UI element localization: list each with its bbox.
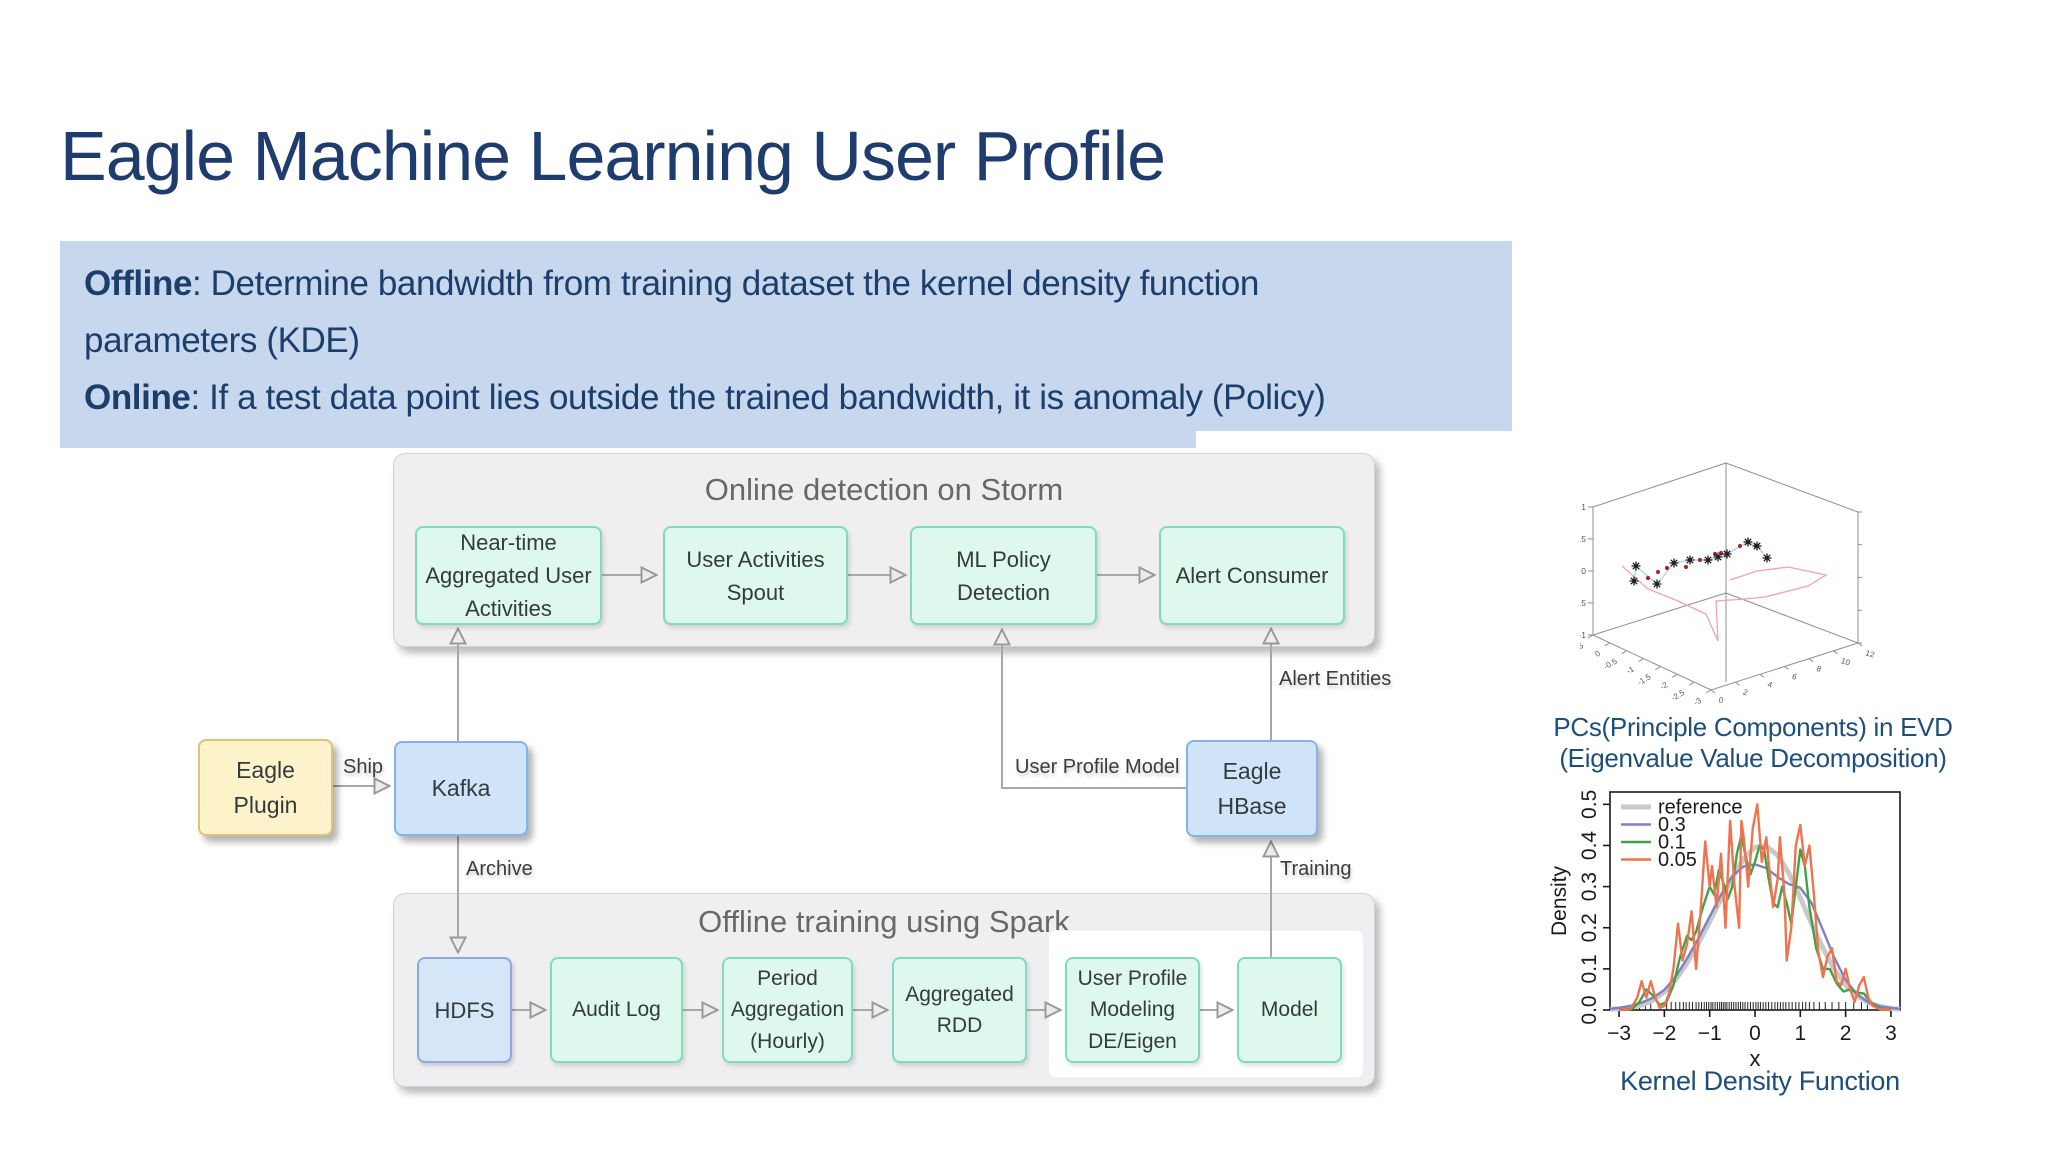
rug-marks	[1638, 1002, 1868, 1010]
svg-text:-2: -2	[1659, 680, 1670, 692]
edge-label-archive: Archive	[466, 858, 533, 880]
node-ml-policy-detection: ML Policy Detection	[910, 526, 1097, 625]
node-model: Model	[1237, 957, 1342, 1063]
z-axis-ticks: 1 0.5 0 -0.5 -1	[1580, 502, 1593, 640]
svg-text:6: 6	[1791, 672, 1799, 682]
node-period-aggregation: Period Aggregation (Hourly)	[722, 957, 853, 1063]
node-user-profile-modeling: User Profile Modeling DE/Eigen	[1065, 957, 1200, 1063]
spark-container-title: Offline training using Spark	[698, 904, 1070, 939]
x-axis-ticks: −3 −2 −1 0 1 2 3	[1607, 1010, 1897, 1045]
node-alert-consumer: Alert Consumer	[1159, 526, 1345, 625]
kde-series-reference	[1609, 843, 1901, 1012]
node-user-activities-spout: User Activities Spout	[663, 526, 848, 625]
node-aggregated-rdd: Aggregated RDD	[892, 957, 1027, 1063]
node-hdfs: HDFS	[417, 957, 512, 1063]
right-edge-ticks	[1858, 511, 1862, 644]
svg-text:0.5: 0.5	[1580, 534, 1586, 544]
svg-text:0.0: 0.0	[1578, 995, 1601, 1024]
y-axis-ticks: 0.0 0.1 0.2 0.3 0.4 0.5	[1578, 790, 1610, 1025]
svg-text:0.2: 0.2	[1578, 913, 1601, 942]
x-axis-label: x	[1750, 1046, 1761, 1071]
svg-text:-1.5: -1.5	[1636, 672, 1653, 687]
svg-text:0.3: 0.3	[1578, 872, 1601, 901]
online-label: Online	[84, 378, 191, 417]
node-eagle-hbase: Eagle HBase	[1186, 740, 1318, 837]
storm-container-title: Online detection on Storm	[704, 472, 1064, 507]
svg-text:3: 3	[1885, 1022, 1897, 1045]
series-observation-dots	[1645, 543, 1759, 581]
pcs-evd-plot: 10.50-0.5-10.50-0.5-1-1.5-2-2.5-30246810…	[1580, 462, 1876, 708]
svg-text:−1: −1	[1698, 1022, 1722, 1045]
svg-text:2: 2	[1840, 1022, 1852, 1045]
svg-text:-1: -1	[1580, 630, 1586, 640]
plot-frame	[1609, 791, 1901, 1011]
svg-text:-2.5: -2.5	[1670, 688, 1687, 703]
svg-text:0.5: 0.5	[1578, 790, 1601, 819]
summary-callout: Offline: Determine bandwidth from traini…	[60, 241, 1512, 448]
series-principal-component-markers	[1629, 537, 1772, 589]
svg-text:0: 0	[1581, 566, 1586, 576]
kde-series-0.05	[1619, 803, 1891, 1012]
svg-text:-0.5: -0.5	[1580, 598, 1586, 608]
svg-text:−3: −3	[1607, 1022, 1631, 1045]
kde-plot: −3 −2 −1 0 1 2 3 0.0 0.1 0.2 0.3 0.4 0.5 x Density refe…	[1548, 790, 1901, 1071]
svg-text:0: 0	[1717, 695, 1725, 705]
node-audit-log: Audit Log	[550, 957, 683, 1063]
node-eagle-plugin: Eagle Plugin	[198, 739, 333, 836]
svg-text:1: 1	[1794, 1022, 1806, 1045]
svg-text:0.1: 0.1	[1578, 954, 1601, 983]
svg-text:4: 4	[1766, 680, 1774, 690]
offline-label: Offline	[84, 264, 193, 303]
svg-text:0.05: 0.05	[1658, 849, 1697, 871]
pcs-caption: PCs(Principle Components) in EVD (Eigenv…	[1553, 712, 1953, 773]
svg-text:0.5: 0.5	[1580, 641, 1585, 655]
svg-text:1: 1	[1581, 502, 1586, 512]
y-axis-ticks: 0 2 4 6 8 10 12	[1710, 642, 1876, 705]
svg-text:2: 2	[1742, 688, 1750, 698]
svg-text:0.3: 0.3	[1658, 814, 1686, 836]
kde-series-0.1	[1618, 834, 1891, 1012]
page-title: Eagle Machine Learning User Profile	[60, 117, 1166, 195]
x-axis-ticks: 0.5 0-0.5 -1-1.5 -2-2.5 -3	[1580, 634, 1712, 708]
y-axis-label: Density	[1548, 865, 1571, 936]
svg-text:10: 10	[1840, 656, 1852, 667]
svg-text:12: 12	[1864, 648, 1876, 659]
svg-text:0: 0	[1594, 649, 1603, 659]
svg-text:0.1: 0.1	[1658, 832, 1686, 854]
node-near-time-aggregated-user-activities: Near-time Aggregated User Activities	[415, 526, 602, 625]
svg-text:0: 0	[1749, 1022, 1761, 1045]
svg-text:-1: -1	[1625, 664, 1636, 676]
svg-text:8: 8	[1815, 664, 1823, 674]
kde-caption: Kernel Density Function	[1620, 1066, 1900, 1096]
edge-label-alert-entities: Alert Entities	[1279, 668, 1392, 690]
series-trajectory-line	[1621, 565, 1828, 642]
svg-text:−2: −2	[1652, 1022, 1676, 1045]
edge-label-training: Training	[1280, 858, 1352, 880]
callout-online-line: Online: If a test data point lies outsid…	[84, 378, 1326, 417]
svg-text:0.4: 0.4	[1578, 831, 1601, 861]
series-pc-connecting-line	[1633, 541, 1768, 585]
edge-label-ship: Ship	[343, 756, 384, 778]
callout-offline-line: Offline: Determine bandwidth from traini…	[84, 264, 1259, 360]
plot-box-wireframe	[1592, 462, 1859, 691]
callout-corner-notch	[1196, 431, 1512, 449]
svg-text:-3: -3	[1692, 696, 1703, 708]
svg-text:-0.5: -0.5	[1602, 656, 1619, 671]
svg-text:reference: reference	[1658, 797, 1743, 819]
edge-label-user-profile-model: User Profile Model	[1015, 756, 1180, 778]
node-kafka: Kafka	[394, 741, 528, 836]
